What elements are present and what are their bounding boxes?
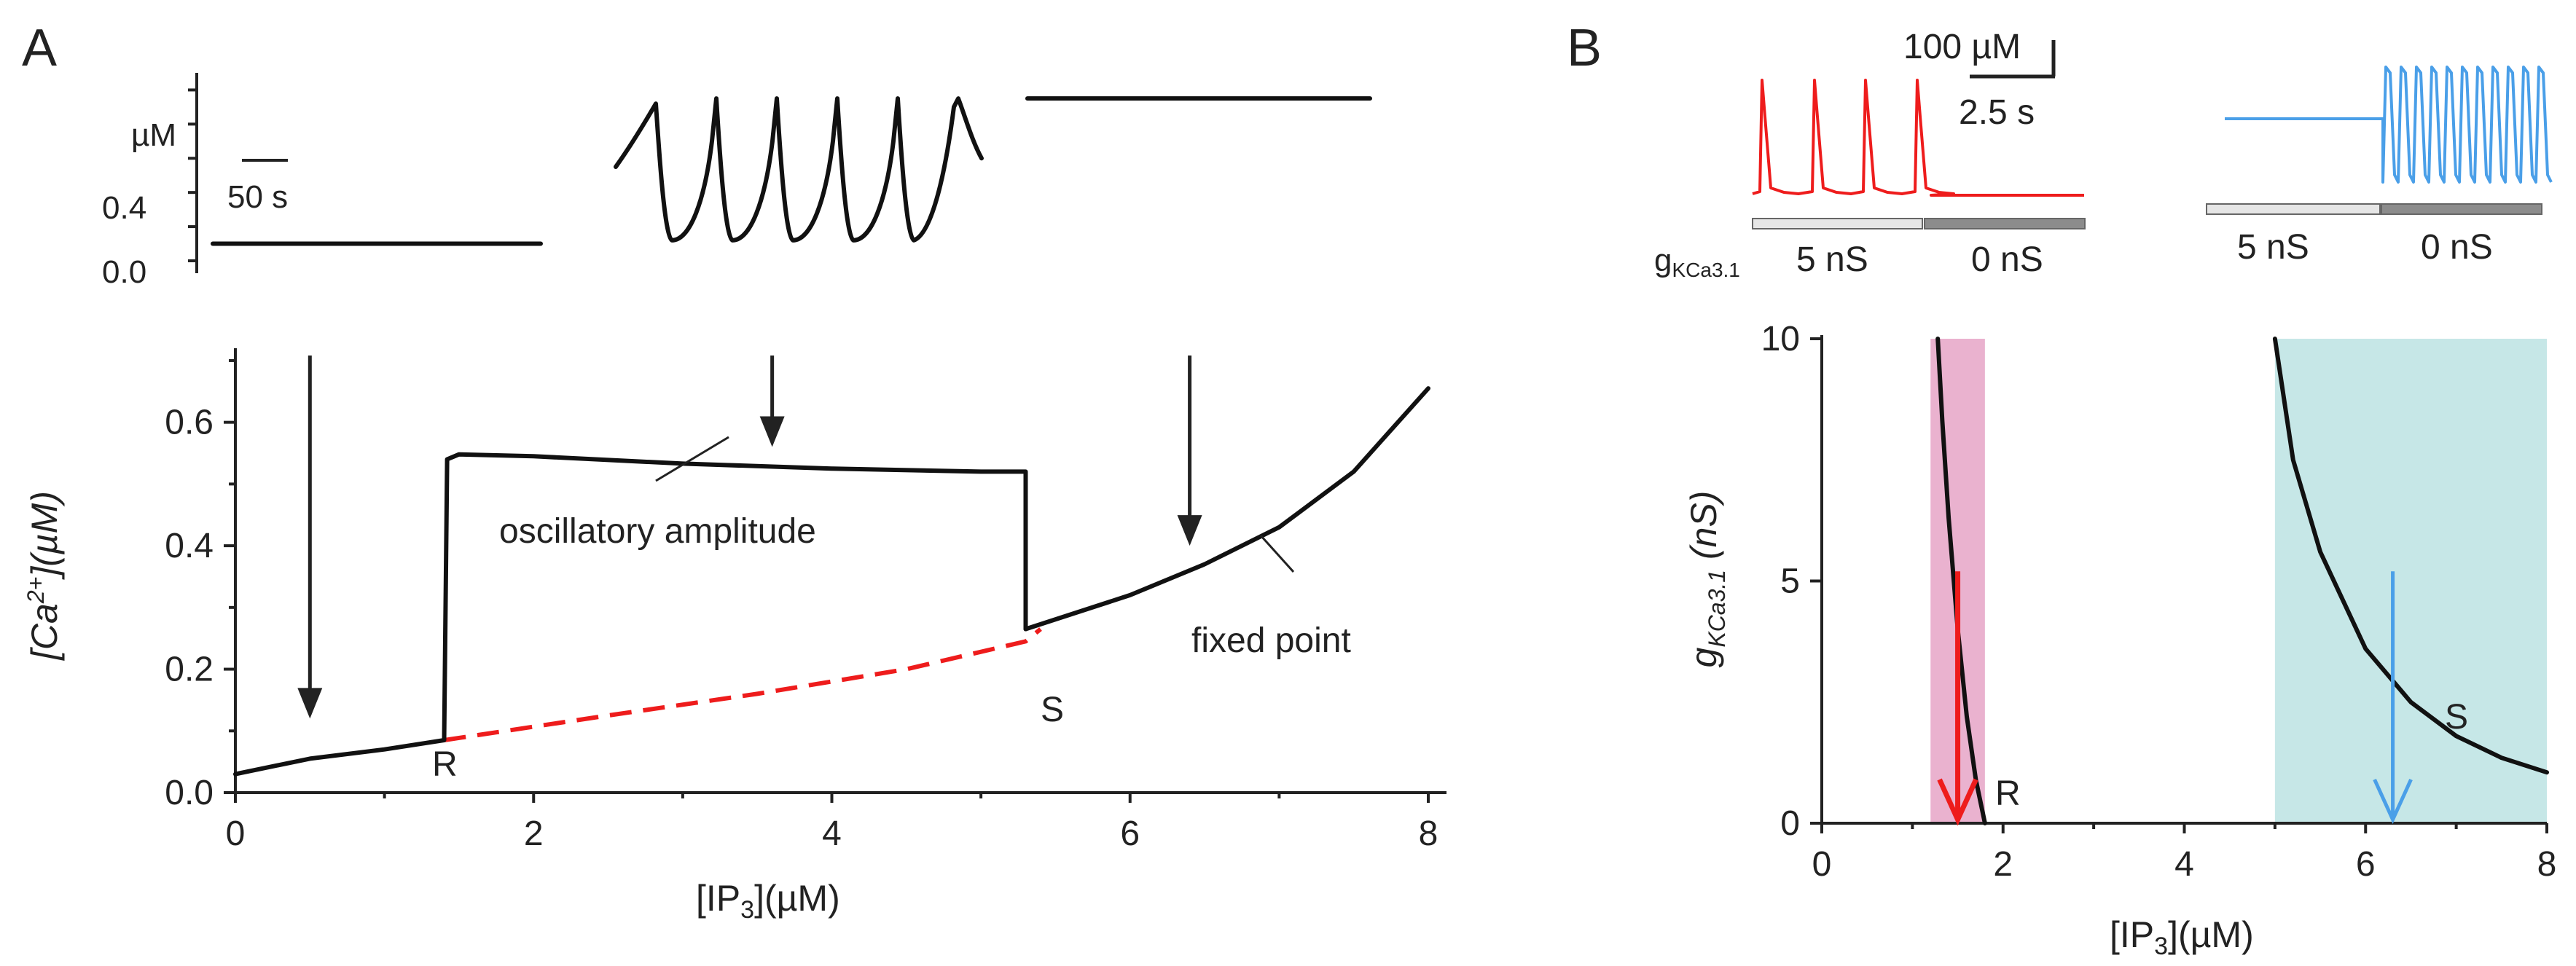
b-cond-left-0ns: 0 nS <box>1971 240 2043 279</box>
b-xtick-label-2: 2 <box>1993 845 2013 884</box>
b-xlabel: [IP3](µM) <box>2110 914 2254 960</box>
b-scale-y-label: 100 µM <box>1903 28 2021 66</box>
b-ytick-label-5: 5 <box>1780 562 1800 601</box>
a-annotation-amplitude: oscillatory amplitude <box>499 512 816 551</box>
b-arrow-red <box>1937 571 1978 826</box>
b-point-s-label: S <box>2445 698 2468 737</box>
a-top-ylabel: µM <box>131 117 176 153</box>
a-xlabel: [IP3](µM) <box>696 878 840 924</box>
a-ytick-label-0.4: 0.4 <box>165 527 214 565</box>
a-point-r-label: R <box>432 745 458 784</box>
b-cond-bar-right-5ns <box>2206 203 2381 215</box>
a-fixed-point-unstable <box>444 627 1042 742</box>
b-cond-left-5ns: 5 nS <box>1796 240 1868 279</box>
b-ytick-label-10: 10 <box>1761 320 1800 358</box>
a-fixed-point-stable-low <box>233 738 447 777</box>
b-scale-x-label: 2.5 s <box>1959 93 2035 132</box>
a-top-traces: µM 0.4 0.0 50 s <box>102 73 1372 290</box>
a-annotation-fixed-point: fixed point <box>1191 621 1351 660</box>
b-ytick-label-0: 0 <box>1780 804 1800 843</box>
panel-b-label: B <box>1567 19 1602 77</box>
panel-a-label: A <box>22 19 57 77</box>
b-xtick-label-4: 4 <box>2174 845 2194 884</box>
a-ytick-label-0: 0.0 <box>165 774 214 812</box>
b-main-plot: 0 2 4 6 8 0 5 10 R S [IP3](µM) gKCa3.1 (nS) <box>1683 320 2556 960</box>
b-curve-s <box>2272 337 2549 775</box>
a-xtick-label-8: 8 <box>1419 814 1438 853</box>
a-ytick-label-0.2: 0.2 <box>165 651 214 689</box>
a-top-ytick-0.4: 0.4 <box>102 190 146 226</box>
a-amplitude-leader <box>655 436 729 482</box>
b-xtick-label-8: 8 <box>2537 845 2557 884</box>
b-arrow-blue-head <box>2373 778 2413 825</box>
b-ylabel: gKCa3.1 (nS) <box>1683 491 1730 668</box>
b-xtick-label-0: 0 <box>1812 845 1832 884</box>
a-point-s-label: S <box>1041 691 1064 729</box>
a-xtick-label-6: 6 <box>1120 814 1140 853</box>
b-xtick-label-6: 6 <box>2356 845 2376 884</box>
a-fixed-point-stable-high <box>1023 386 1430 632</box>
b-point-r-label: R <box>1995 774 2021 813</box>
a-xtick-label-0: 0 <box>226 814 246 853</box>
a-arrow-head-2 <box>1177 515 1202 546</box>
b-arrow-red-head <box>1937 778 1978 826</box>
a-arrow-head-0 <box>297 688 323 719</box>
a-top-scale-label: 50 s <box>227 179 288 215</box>
a-top-trace-oscillating <box>614 96 984 243</box>
a-oscillatory-amplitude-curve <box>442 452 1028 742</box>
a-top-ytick-0.0: 0.0 <box>102 254 146 290</box>
a-ytick-label-0.6: 0.6 <box>165 404 214 442</box>
b-cond-bar-right-0ns <box>2381 203 2542 215</box>
a-arrow-head-1 <box>759 416 785 447</box>
a-ylabel: [Ca2+](µM) <box>23 491 65 661</box>
b-band-cyan <box>2274 339 2547 823</box>
b-cond-bar-left-5ns <box>1752 218 1923 229</box>
b-cond-right-5ns: 5 nS <box>2237 228 2309 267</box>
b-condition-label: gKCa3.1 <box>1654 243 1740 281</box>
a-xtick-label-2: 2 <box>524 814 544 853</box>
b-top-trace-blue <box>2225 66 2553 184</box>
a-fixed-point-leader <box>1259 534 1295 573</box>
b-arrow-blue <box>2373 571 2413 825</box>
b-cond-right-0ns: 0 nS <box>2421 228 2493 267</box>
b-cond-bar-left-0ns <box>1924 218 2086 229</box>
b-top-trace-red <box>1752 79 2084 197</box>
a-xtick-label-4: 4 <box>822 814 842 853</box>
b-top-traces: 100 µM 2.5 s gKCa3.1 5 nS 0 nS 5 nS 0 nS <box>1654 28 2553 281</box>
